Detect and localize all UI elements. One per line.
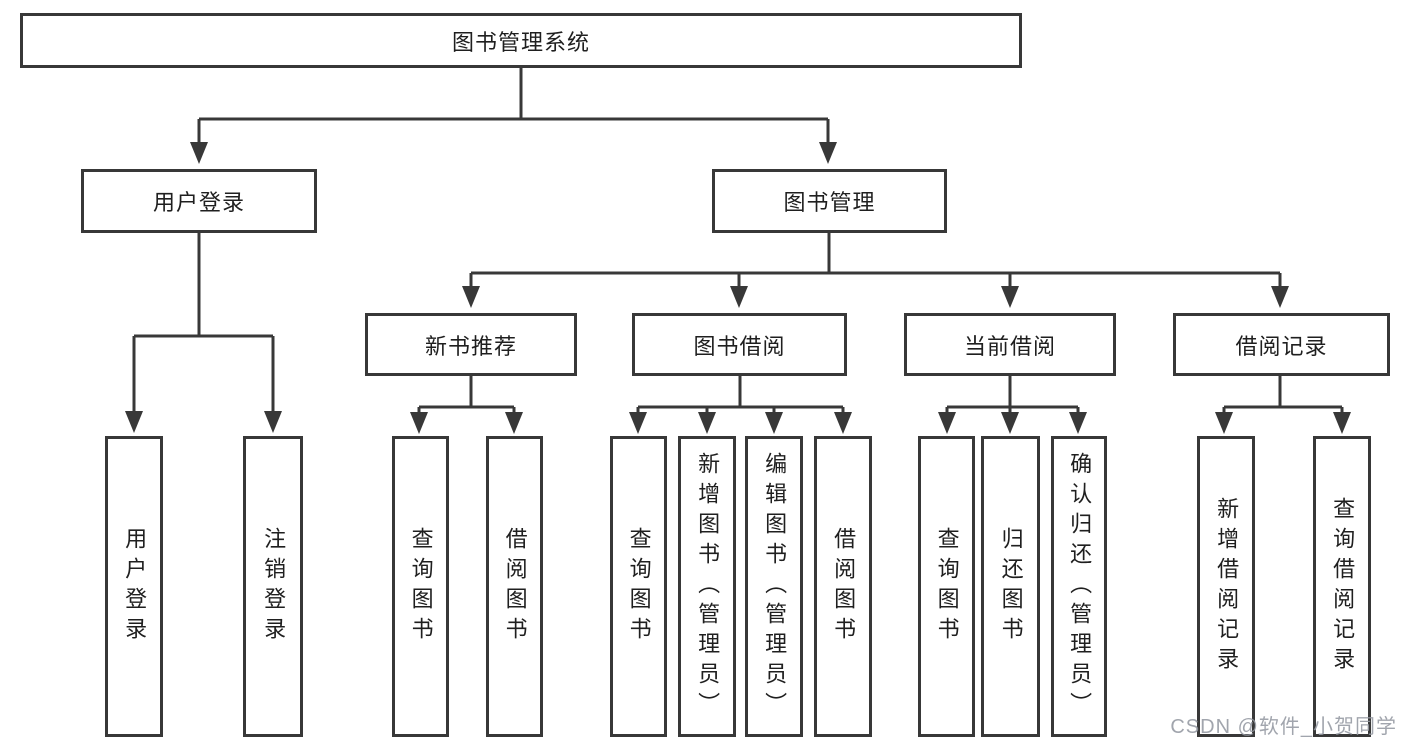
arrow-down-icon (1001, 286, 1019, 308)
leaf-nb-query-books-label: 查询图书 (408, 526, 434, 647)
node-new-books: 新书推荐 (365, 313, 577, 376)
arrow-down-icon (765, 412, 783, 434)
arrow-down-icon (1271, 286, 1289, 308)
leaf-br-query-record-label: 查询借阅记录 (1330, 496, 1356, 677)
leaf-br-query-record: 查询借阅记录 (1313, 436, 1371, 737)
node-book-mgmt-label: 图书管理 (783, 190, 876, 215)
arrow-down-icon (834, 412, 852, 434)
leaf-logout-label: 注销登录 (261, 526, 287, 647)
arrow-down-icon (190, 142, 208, 164)
leaf-bb-query-books-label: 查询图书 (626, 526, 652, 647)
leaf-nb-query-books: 查询图书 (392, 436, 449, 737)
leaf-cb-confirm-return: 确认归还（管理员） (1051, 436, 1107, 737)
arrow-down-icon (819, 142, 837, 164)
leaf-cb-query-books: 查询图书 (918, 436, 975, 737)
arrow-down-icon (410, 412, 428, 434)
leaf-logout: 注销登录 (243, 436, 303, 737)
arrow-down-icon (1215, 412, 1233, 434)
leaf-cb-confirm-return-label: 确认归还（管理员） (1067, 451, 1093, 722)
arrow-down-icon (698, 412, 716, 434)
leaf-user-login-label: 用户登录 (122, 526, 148, 647)
connector-newbooks-leaves (417, 376, 516, 415)
arrow-down-icon (1001, 412, 1019, 434)
connector-userlogin-leaves (132, 233, 275, 413)
arrowheads (125, 142, 1351, 434)
leaf-br-add-record: 新增借阅记录 (1197, 436, 1255, 737)
connector-root-to-level2 (197, 68, 830, 145)
connector-records-leaves (1222, 376, 1344, 415)
node-book-mgmt: 图书管理 (712, 169, 947, 233)
arrow-down-icon (264, 411, 282, 433)
connector-bookmgmt-to-level3 (469, 233, 1282, 289)
leaf-bb-add-books-label: 新增图书（管理员） (695, 451, 721, 722)
leaf-bb-borrow-books-label: 借阅图书 (831, 526, 857, 647)
node-user-login-label: 用户登录 (152, 190, 245, 215)
arrow-down-icon (1069, 412, 1087, 434)
node-root: 图书管理系统 (20, 13, 1022, 68)
leaf-cb-return-books-label: 归还图书 (998, 526, 1024, 647)
arrow-down-icon (1333, 412, 1351, 434)
leaf-user-login: 用户登录 (105, 436, 163, 737)
arrow-down-icon (462, 286, 480, 308)
node-book-borrow: 图书借阅 (632, 313, 847, 376)
node-borrow-records-label: 借阅记录 (1235, 333, 1328, 359)
leaf-nb-borrow-books: 借阅图书 (486, 436, 543, 737)
leaf-cb-return-books: 归还图书 (981, 436, 1040, 737)
arrow-down-icon (730, 286, 748, 308)
node-borrow-records: 借阅记录 (1173, 313, 1390, 376)
leaf-bb-borrow-books: 借阅图书 (814, 436, 872, 737)
leaf-bb-edit-books: 编辑图书（管理员） (745, 436, 803, 737)
node-book-borrow-label: 图书借阅 (693, 333, 786, 359)
watermark: CSDN @软件_小贺同学 (1170, 716, 1397, 738)
node-current-borrow: 当前借阅 (904, 313, 1116, 376)
node-new-books-label: 新书推荐 (424, 333, 517, 359)
arrow-down-icon (938, 412, 956, 434)
node-user-login: 用户登录 (81, 169, 317, 233)
leaf-cb-query-books-label: 查询图书 (934, 526, 960, 647)
arrow-down-icon (629, 412, 647, 434)
arrow-down-icon (125, 411, 143, 433)
leaf-bb-add-books: 新增图书（管理员） (678, 436, 736, 737)
leaf-bb-query-books: 查询图书 (610, 436, 667, 737)
leaf-nb-borrow-books-label: 借阅图书 (502, 526, 528, 647)
connector-borrowing-leaves (636, 376, 845, 415)
leaf-br-add-record-label: 新增借阅记录 (1214, 496, 1240, 677)
node-current-borrow-label: 当前借阅 (963, 333, 1056, 359)
arrow-down-icon (505, 412, 523, 434)
node-root-label: 图书管理系统 (451, 29, 590, 55)
leaf-bb-edit-books-label: 编辑图书（管理员） (762, 451, 788, 722)
connector-current-leaves (945, 376, 1080, 415)
